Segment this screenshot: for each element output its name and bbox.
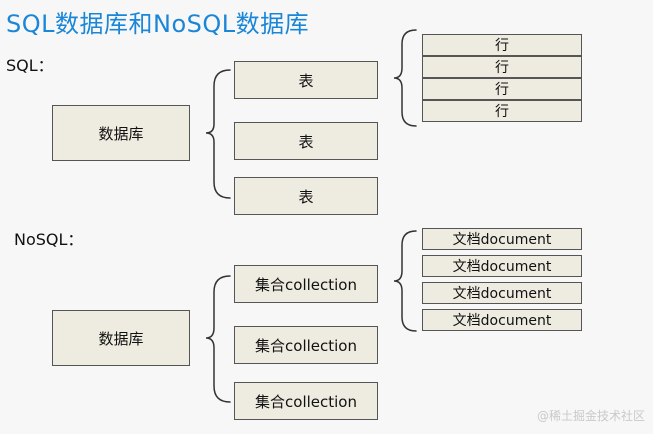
nosql-collection-box-1: 集合collection xyxy=(234,265,378,303)
nosql-document-box-2: 文档document xyxy=(422,255,582,277)
brace-nosql-collections xyxy=(205,275,231,403)
sql-table-box-1: 表 xyxy=(234,61,378,99)
sql-table-box-2: 表 xyxy=(234,122,378,160)
nosql-document-box-4: 文档document xyxy=(422,309,582,331)
nosql-document-box-1: 文档document xyxy=(422,228,582,250)
diagram-title: SQL数据库和NoSQL数据库 xyxy=(6,10,310,38)
brace-nosql-documents xyxy=(393,230,417,332)
nosql-document-box-3: 文档document xyxy=(422,282,582,304)
sql-database-box: 数据库 xyxy=(52,105,190,161)
sql-row-box-3: 行 xyxy=(422,78,582,100)
nosql-collection-box-2: 集合collection xyxy=(234,326,378,364)
sql-row-box-4: 行 xyxy=(422,100,582,122)
sql-row-box-2: 行 xyxy=(422,56,582,78)
sql-table-box-3: 表 xyxy=(234,177,378,215)
brace-sql-rows xyxy=(393,29,417,127)
sql-row-box-1: 行 xyxy=(422,34,582,56)
nosql-collection-box-3: 集合collection xyxy=(234,382,378,420)
brace-sql-tables xyxy=(205,69,231,199)
nosql-database-box: 数据库 xyxy=(52,310,190,366)
watermark-text: @稀土掘金技术社区 xyxy=(536,409,645,423)
nosql-label: NoSQL： xyxy=(14,230,84,249)
sql-label: SQL： xyxy=(6,56,54,75)
